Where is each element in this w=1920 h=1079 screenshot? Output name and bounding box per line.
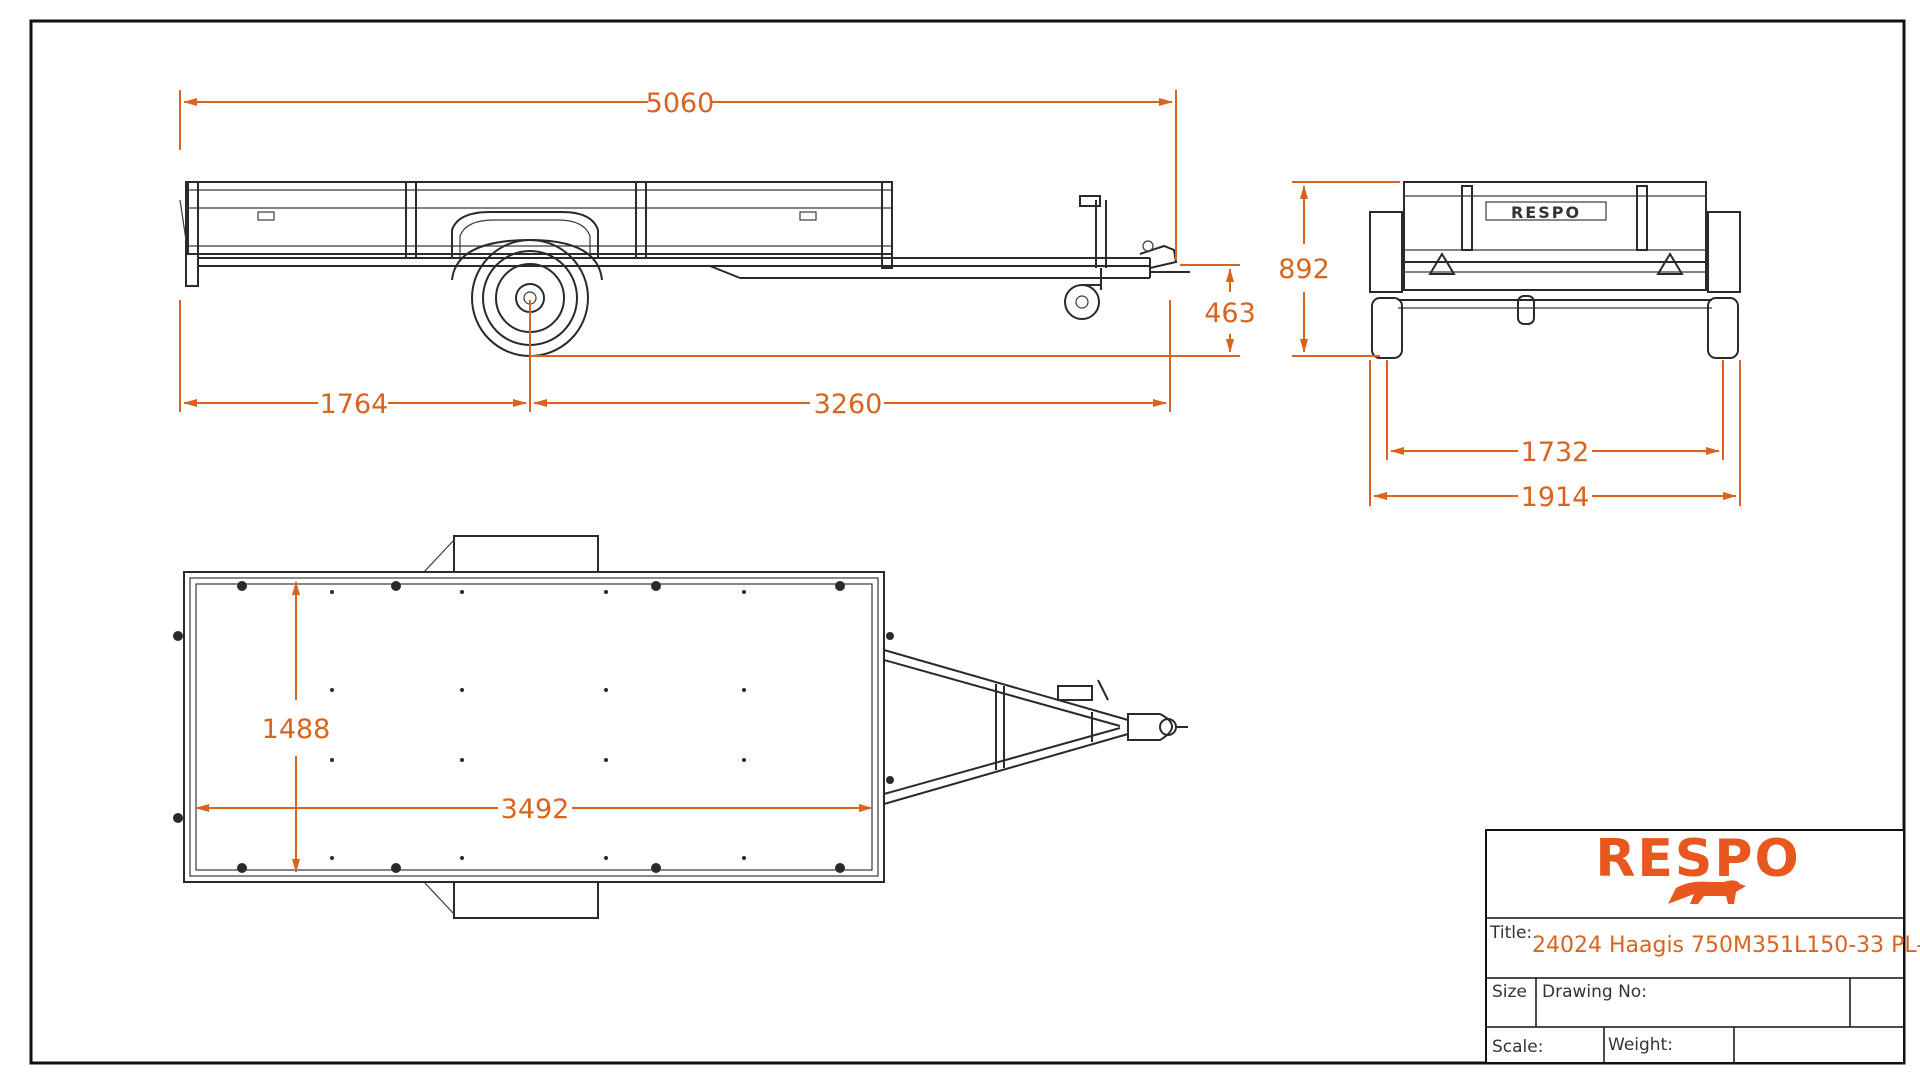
bull-logo-icon <box>1668 880 1746 904</box>
dim-overall-width: 1914 <box>1521 482 1590 513</box>
dimensions: 5060 1764 3260 463 892 1732 1914 <box>179 88 1741 873</box>
title-block: RESPO Title: 24024 Haagis 750M351L150-33… <box>1485 829 1920 1064</box>
drawing-border <box>29 19 1906 1065</box>
dim-bed-width: 1488 <box>262 714 331 745</box>
side-view <box>179 181 1190 357</box>
scale-label: Scale: <box>1492 1037 1543 1057</box>
dim-overall-length: 5060 <box>646 88 715 119</box>
dim-axle-to-rear: 1764 <box>320 389 389 420</box>
respo-logo-text: RESPO <box>1595 829 1800 889</box>
title-label: Title: <box>1489 923 1532 943</box>
drawing-no-label: Drawing No: <box>1542 982 1647 1002</box>
dim-overall-height: 892 <box>1278 254 1330 285</box>
weight-label: Weight: <box>1608 1035 1673 1055</box>
top-view <box>173 535 1188 919</box>
rear-plate-text: RESPO <box>1511 203 1581 222</box>
rear-view: RESPO <box>1369 181 1741 359</box>
dim-bed-length: 3492 <box>501 794 570 825</box>
title-value: 24024 Haagis 750M351L150-33 PL-EU1 <box>1532 933 1920 958</box>
dim-coupling-height: 463 <box>1204 298 1256 329</box>
dim-track-width: 1732 <box>1521 437 1590 468</box>
size-label: Size <box>1492 982 1527 1002</box>
dim-axle-to-coupling: 3260 <box>814 389 883 420</box>
